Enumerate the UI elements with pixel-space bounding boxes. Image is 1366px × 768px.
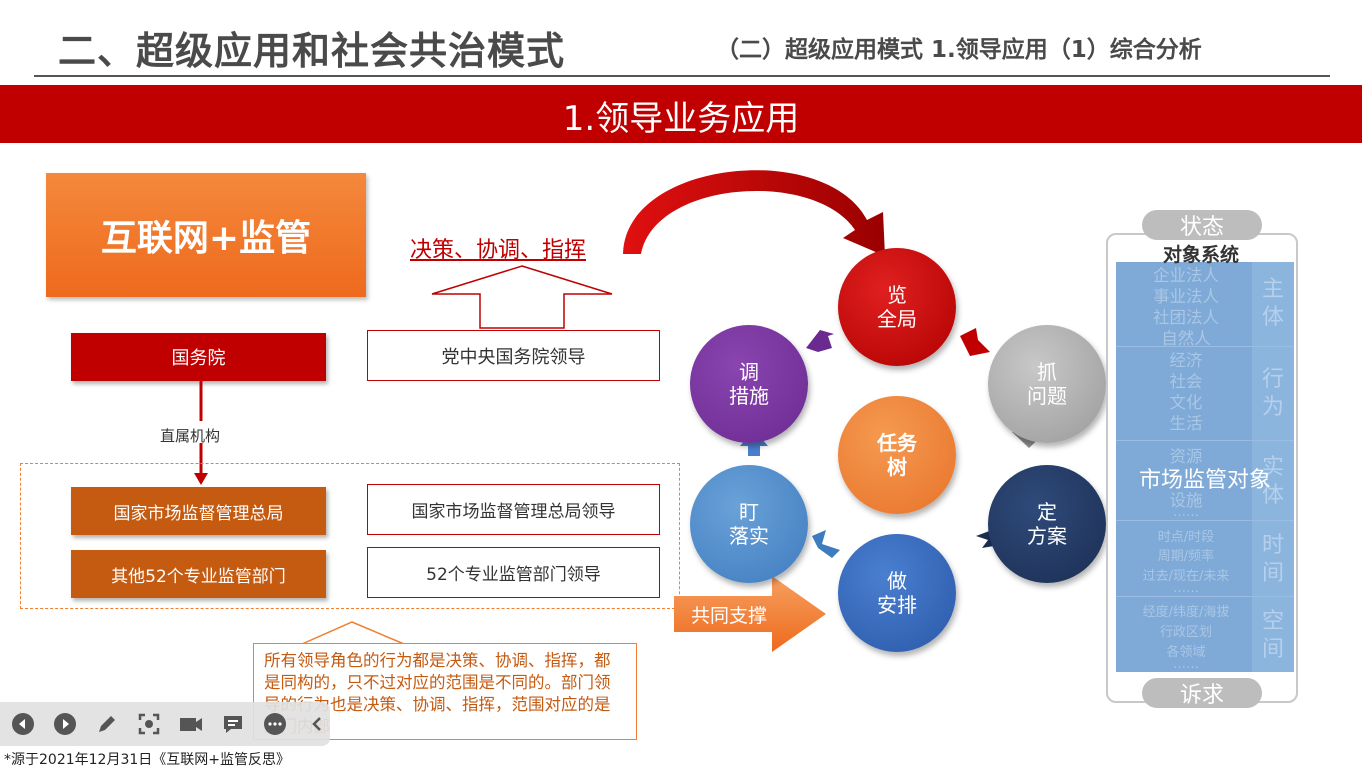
subject-item: 自然人 (1161, 329, 1211, 348)
side-label-subject: 主体 (1261, 277, 1284, 330)
behavior-item: 生活 (1169, 414, 1203, 433)
comment-icon[interactable] (220, 711, 246, 737)
side-label-behavior: 行为 (1261, 367, 1284, 420)
collapse-chevron-icon[interactable] (304, 711, 330, 737)
circle-plan-line2: 方案 (1027, 524, 1067, 548)
panel-divider (1116, 596, 1294, 597)
samr-box: 国家市场监督管理总局 (71, 487, 326, 535)
panel-divider (1116, 520, 1294, 521)
object-system-label: 对象系统 (1162, 244, 1239, 266)
more-icon[interactable] (262, 711, 288, 737)
side-label-space: 空间 (1261, 609, 1284, 662)
entity-item: 资源 (1169, 447, 1203, 466)
video-icon[interactable] (178, 711, 204, 737)
circle-overview: 览 全局 (838, 248, 956, 366)
next-icon[interactable] (52, 711, 78, 737)
behavior-item: 社会 (1169, 372, 1203, 391)
panel-divider (1116, 440, 1294, 441)
behavior-item: 文化 (1169, 393, 1203, 412)
title-divider (34, 75, 1330, 77)
curved-arrow (623, 170, 885, 256)
focus-icon[interactable] (136, 711, 162, 737)
circle-adjust: 调 措施 (690, 325, 808, 443)
market-object-label: 市场监管对象 (1138, 468, 1271, 493)
circle-task-line2: 树 (887, 455, 907, 479)
time-dots: …… (1173, 581, 1199, 596)
panel-divider (1116, 346, 1294, 347)
side-label-time: 时间 (1261, 533, 1284, 586)
circle-problem-line2: 问题 (1027, 384, 1067, 408)
behavior-item: 经济 (1169, 351, 1203, 370)
prev-icon[interactable] (10, 711, 36, 737)
support-label: 共同支撑 (690, 604, 767, 627)
other-departments-box: 其他52个专业监管部门 (71, 550, 326, 598)
space-item: 各领域 (1166, 645, 1206, 660)
page-title: 二、超级应用和社会共治模式 (58, 29, 566, 73)
section-subtitle: （二）超级应用模式 1.领导应用（1）综合分析 (716, 37, 1202, 63)
space-dots: …… (1173, 657, 1199, 672)
support-arrow (674, 576, 826, 652)
time-item: 周期/频率 (1157, 549, 1215, 564)
demand-pill: 诉求 (1142, 678, 1262, 708)
space-item: 经度/纬度/海拔 (1142, 605, 1230, 620)
circle-task-tree: 任务 树 (838, 396, 956, 514)
circle-follow: 盯 落实 (690, 465, 808, 583)
decision-text: 决策、协调、指挥 (410, 238, 587, 263)
subject-item: 社团法人 (1153, 308, 1219, 327)
note-pointer (301, 621, 405, 645)
circle-problem-line1: 抓 (1037, 360, 1057, 384)
time-item: 过去/现在/未来 (1142, 569, 1230, 584)
source-footnote: *源于2021年12月31日《互联网+监管反思》 (4, 752, 290, 768)
section-banner: 1.领导业务应用 (0, 85, 1362, 143)
departments-frame (20, 463, 680, 609)
circle-arrange: 做 安排 (838, 534, 956, 652)
space-item: 行政区划 (1159, 625, 1212, 640)
entity-dots: …… (1173, 505, 1199, 520)
circle-overview-line1: 览 (887, 283, 907, 307)
banner-title: 1.领导业务应用 (562, 99, 800, 139)
circle-arrange-line2: 安排 (877, 593, 917, 617)
entity-item: 设施 (1169, 491, 1203, 510)
time-item: 时点/时段 (1157, 530, 1215, 545)
circle-follow-line1: 盯 (739, 500, 759, 524)
internet-regulation-box: 互联网+监管 (46, 173, 366, 297)
circle-arrange-line1: 做 (887, 569, 907, 593)
state-pill: 状态 (1142, 210, 1262, 240)
object-panel-side (1252, 262, 1294, 672)
circle-task-line1: 任务 (877, 431, 917, 455)
central-leadership-box: 党中央国务院领导 (367, 330, 660, 381)
direct-agency-label: 直属机构 (160, 427, 221, 445)
circle-adjust-line1: 调 (739, 360, 759, 384)
subject-item: 企业法人 (1153, 266, 1219, 285)
other-leaders-box: 52个专业监管部门领导 (367, 547, 660, 598)
pen-icon[interactable] (94, 711, 120, 737)
subject-item: 事业法人 (1153, 287, 1219, 306)
up-arrow-outline (431, 265, 613, 329)
samr-leader-box: 国家市场监督管理总局领导 (367, 484, 660, 535)
circle-adjust-line2: 措施 (729, 384, 769, 408)
circle-plan: 定 方案 (988, 465, 1106, 583)
circle-plan-line1: 定 (1037, 500, 1057, 524)
side-label-entity: 实体 (1261, 455, 1284, 508)
circle-follow-line2: 落实 (729, 524, 769, 548)
down-arrow (194, 381, 208, 485)
circle-problem: 抓 问题 (988, 325, 1106, 443)
circle-overview-line2: 全局 (877, 307, 917, 331)
state-council-box: 国务院 (71, 333, 326, 381)
